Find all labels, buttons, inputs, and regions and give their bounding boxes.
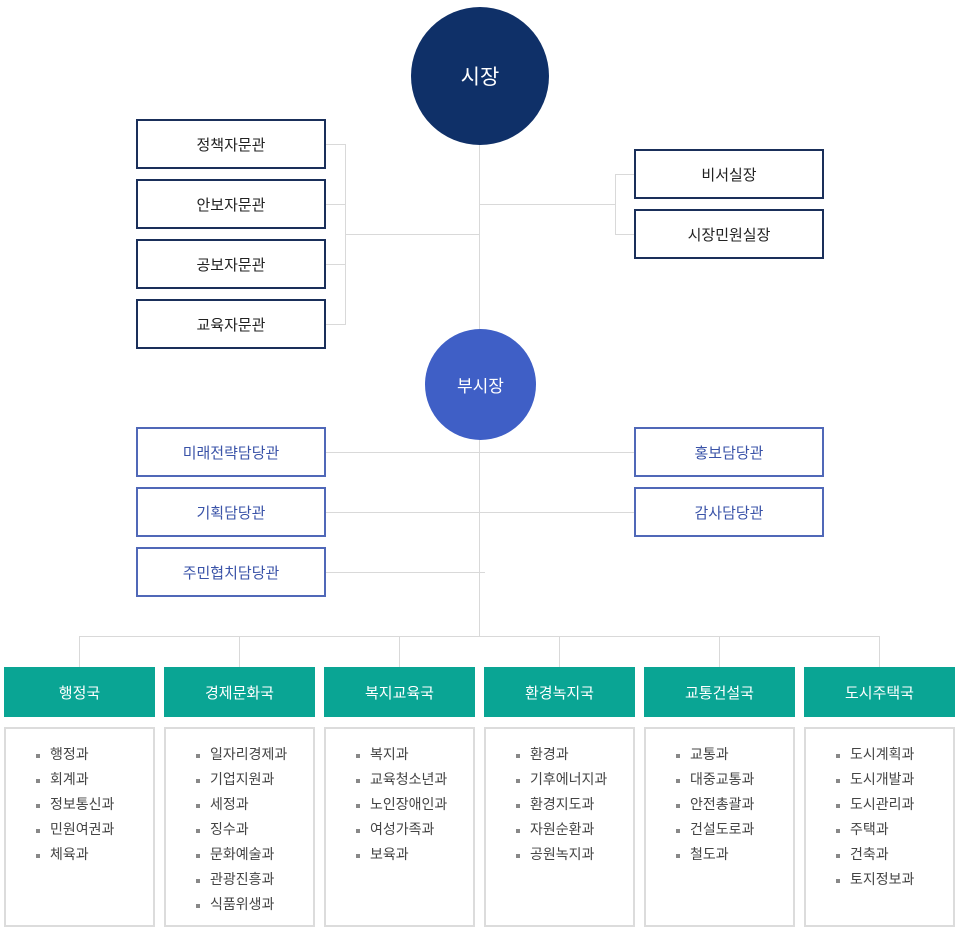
department-item: 관광진흥과 [196, 868, 313, 893]
department-item: 도시관리과 [836, 793, 953, 818]
department-item: 기후에너지과 [516, 768, 633, 793]
connector [239, 636, 240, 667]
department-item: 여성가족과 [356, 818, 473, 843]
department-item: 복지과 [356, 743, 473, 768]
connector [79, 636, 80, 667]
department-list: 일자리경제과 기업지원과 세정과 징수과 문화예술과 관광진흥과 식품위생과 [164, 727, 315, 927]
department-item: 환경지도과 [516, 793, 633, 818]
department-item: 행정과 [36, 743, 153, 768]
bureau-header: 행정국 [4, 667, 155, 717]
connector [615, 174, 635, 175]
connector [615, 174, 616, 235]
officer-box: 미래전략담당관 [136, 427, 326, 477]
bureau-header: 환경녹지국 [484, 667, 635, 717]
department-item: 환경과 [516, 743, 633, 768]
office-box: 비서실장 [634, 149, 824, 199]
department-item: 건설도로과 [676, 818, 793, 843]
department-item: 체육과 [36, 843, 153, 868]
department-item: 회계과 [36, 768, 153, 793]
department-item: 민원여권과 [36, 818, 153, 843]
bureau-header: 복지교육국 [324, 667, 475, 717]
department-item: 교통과 [676, 743, 793, 768]
connector [399, 636, 400, 667]
officer-box: 기획담당관 [136, 487, 326, 537]
connector [325, 452, 635, 453]
department-item: 일자리경제과 [196, 743, 313, 768]
department-item: 주택과 [836, 818, 953, 843]
department-item: 자원순환과 [516, 818, 633, 843]
officer-box: 주민협치담당관 [136, 547, 326, 597]
department-list: 도시계획과 도시개발과 도시관리과 주택과 건축과 토지정보과 [804, 727, 955, 927]
connector [325, 324, 345, 325]
department-list: 교통과 대중교통과 안전총괄과 건설도로과 철도과 [644, 727, 795, 927]
mayor-node: 시장 [411, 7, 549, 145]
department-list: 행정과 회계과 정보통신과 민원여권과 체육과 [4, 727, 155, 927]
connector [559, 636, 560, 667]
bureau-header: 경제문화국 [164, 667, 315, 717]
department-item: 징수과 [196, 818, 313, 843]
department-item: 교육청소년과 [356, 768, 473, 793]
department-item: 건축과 [836, 843, 953, 868]
department-item: 안전총괄과 [676, 793, 793, 818]
officer-box: 홍보담당관 [634, 427, 824, 477]
department-item: 토지정보과 [836, 868, 953, 893]
connector [879, 636, 880, 667]
connector [480, 204, 615, 205]
bureau-header: 교통건설국 [644, 667, 795, 717]
department-item: 정보통신과 [36, 793, 153, 818]
connector [79, 636, 880, 637]
office-box: 시장민원실장 [634, 209, 824, 259]
department-item: 문화예술과 [196, 843, 313, 868]
connector [325, 572, 485, 573]
department-item: 도시계획과 [836, 743, 953, 768]
advisor-box: 안보자문관 [136, 179, 326, 229]
advisor-box: 교육자문관 [136, 299, 326, 349]
department-item: 대중교통과 [676, 768, 793, 793]
connector [325, 144, 345, 145]
connector [325, 264, 345, 265]
department-list: 복지과 교육청소년과 노인장애인과 여성가족과 보육과 [324, 727, 475, 927]
advisor-box: 공보자문관 [136, 239, 326, 289]
connector [325, 512, 635, 513]
advisor-box: 정책자문관 [136, 119, 326, 169]
department-item: 공원녹지과 [516, 843, 633, 868]
department-item: 기업지원과 [196, 768, 313, 793]
department-list: 환경과 기후에너지과 환경지도과 자원순환과 공원녹지과 [484, 727, 635, 927]
vice-mayor-node: 부시장 [425, 329, 536, 440]
department-item: 식품위생과 [196, 893, 313, 918]
connector [345, 234, 480, 235]
officer-box: 감사담당관 [634, 487, 824, 537]
department-item: 철도과 [676, 843, 793, 868]
connector [325, 204, 345, 205]
department-item: 보육과 [356, 843, 473, 868]
department-item: 노인장애인과 [356, 793, 473, 818]
department-item: 도시개발과 [836, 768, 953, 793]
bureau-header: 도시주택국 [804, 667, 955, 717]
connector [615, 234, 635, 235]
connector [719, 636, 720, 667]
department-item: 세정과 [196, 793, 313, 818]
